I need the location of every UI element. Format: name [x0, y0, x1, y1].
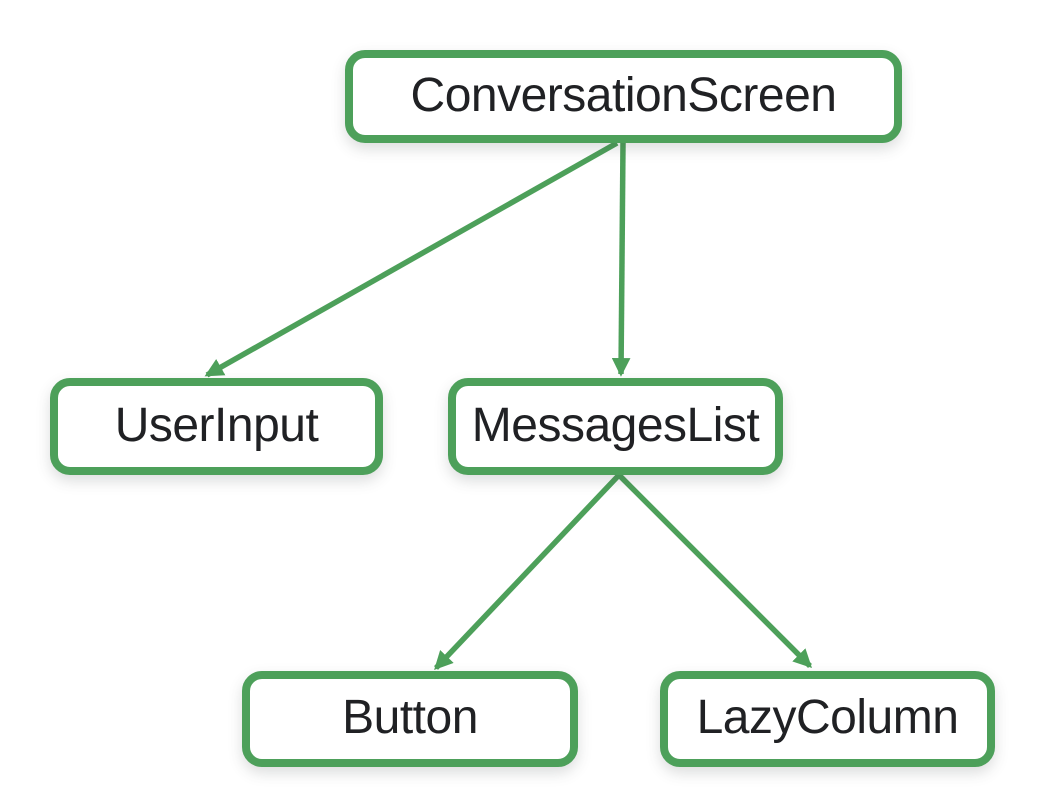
node-conversation-screen: ConversationScreen — [345, 50, 902, 143]
node-label-conversation-screen: ConversationScreen — [410, 68, 837, 122]
edge-arrow-MessagesList-to-Button — [434, 473, 621, 671]
node-label-messages-list: MessagesList — [471, 398, 760, 452]
node-label-user-input: UserInput — [114, 398, 319, 452]
node-label-button: Button — [342, 691, 478, 744]
node-lazy-column: LazyColumn — [660, 671, 995, 767]
edge-arrow-ConversationScreen-to-UserInput — [204, 140, 619, 378]
edge-arrow-MessagesList-to-LazyColumn — [617, 473, 812, 668]
node-messages-list: MessagesList — [448, 378, 783, 475]
node-label-lazy-column: LazyColumn — [696, 691, 959, 744]
edge-arrow-ConversationScreen-to-MessagesList — [611, 142, 631, 377]
node-user-input: UserInput — [50, 378, 383, 475]
node-button: Button — [242, 671, 578, 767]
